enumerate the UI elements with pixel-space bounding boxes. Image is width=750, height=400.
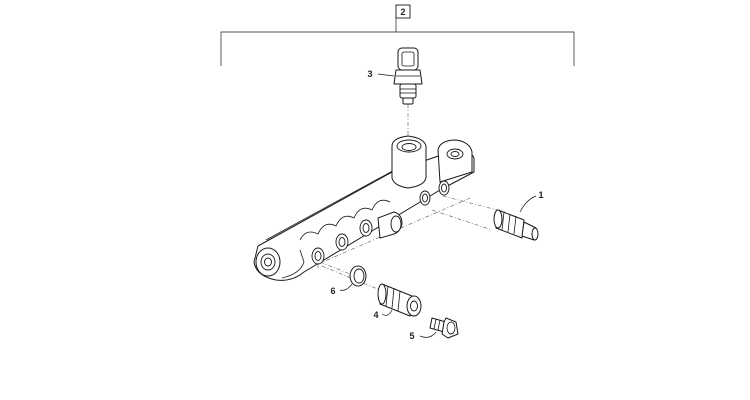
callout-2: 2 bbox=[400, 7, 405, 17]
callout-4: 4 bbox=[373, 310, 378, 320]
valve-cartridge-part-1: 1 bbox=[493, 190, 544, 241]
valve-cartridge-part-4: 4 bbox=[373, 283, 422, 320]
assembly-bracket: 2 bbox=[220, 4, 575, 66]
o-ring-part-6: 6 bbox=[330, 265, 367, 296]
callout-3: 3 bbox=[367, 69, 372, 79]
callout-5: 5 bbox=[409, 331, 414, 341]
callout-6: 6 bbox=[330, 286, 335, 296]
callout-1: 1 bbox=[538, 190, 543, 200]
pressure-sensor-part: 3 bbox=[367, 47, 423, 105]
plug-part-5: 5 bbox=[409, 317, 459, 341]
manifold-body bbox=[253, 135, 475, 281]
